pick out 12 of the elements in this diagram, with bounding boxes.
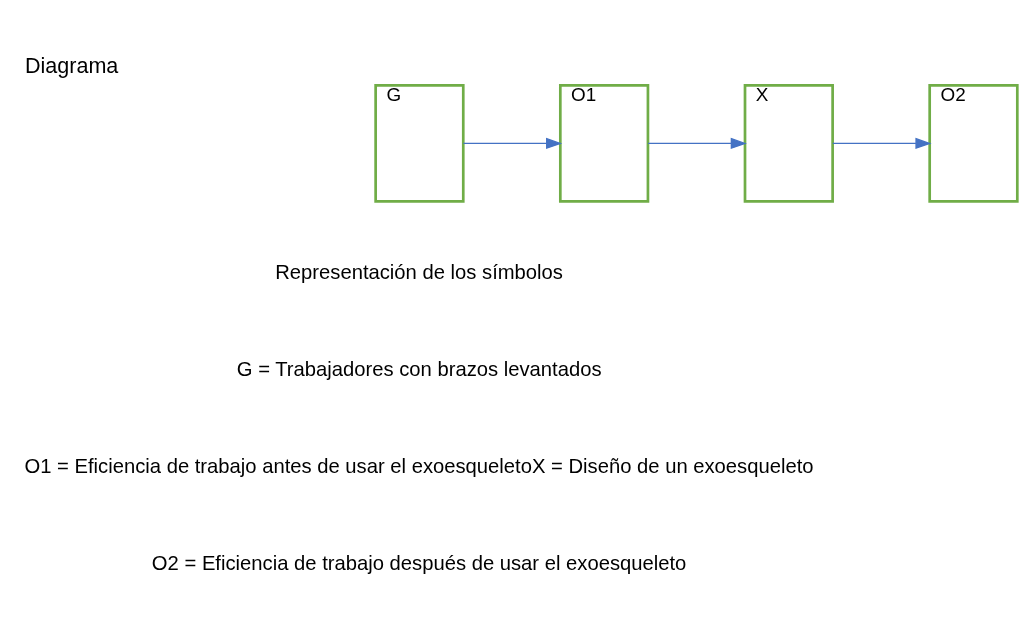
arrow: [462, 137, 563, 149]
label: O2 = Eficiencia de trabajo después de usar el exoesqueleto: [151, 551, 687, 574]
node-box: G: [374, 83, 465, 203]
arrow: [832, 137, 932, 149]
node-box: O2: [928, 83, 1019, 203]
node-box: O1: [558, 83, 650, 203]
arrow: [647, 137, 747, 149]
diagram-title: Diagrama: [24, 52, 119, 78]
label: Representación de los símbolos: [275, 260, 563, 283]
label: O1 = Eficiencia de trabajo antes de usar el exoesqueletoX = Diseño de un exoesqueleto: [24, 454, 814, 477]
label: G = Trabajadores con brazos levantados: [236, 357, 602, 380]
node-box: X: [743, 83, 834, 203]
